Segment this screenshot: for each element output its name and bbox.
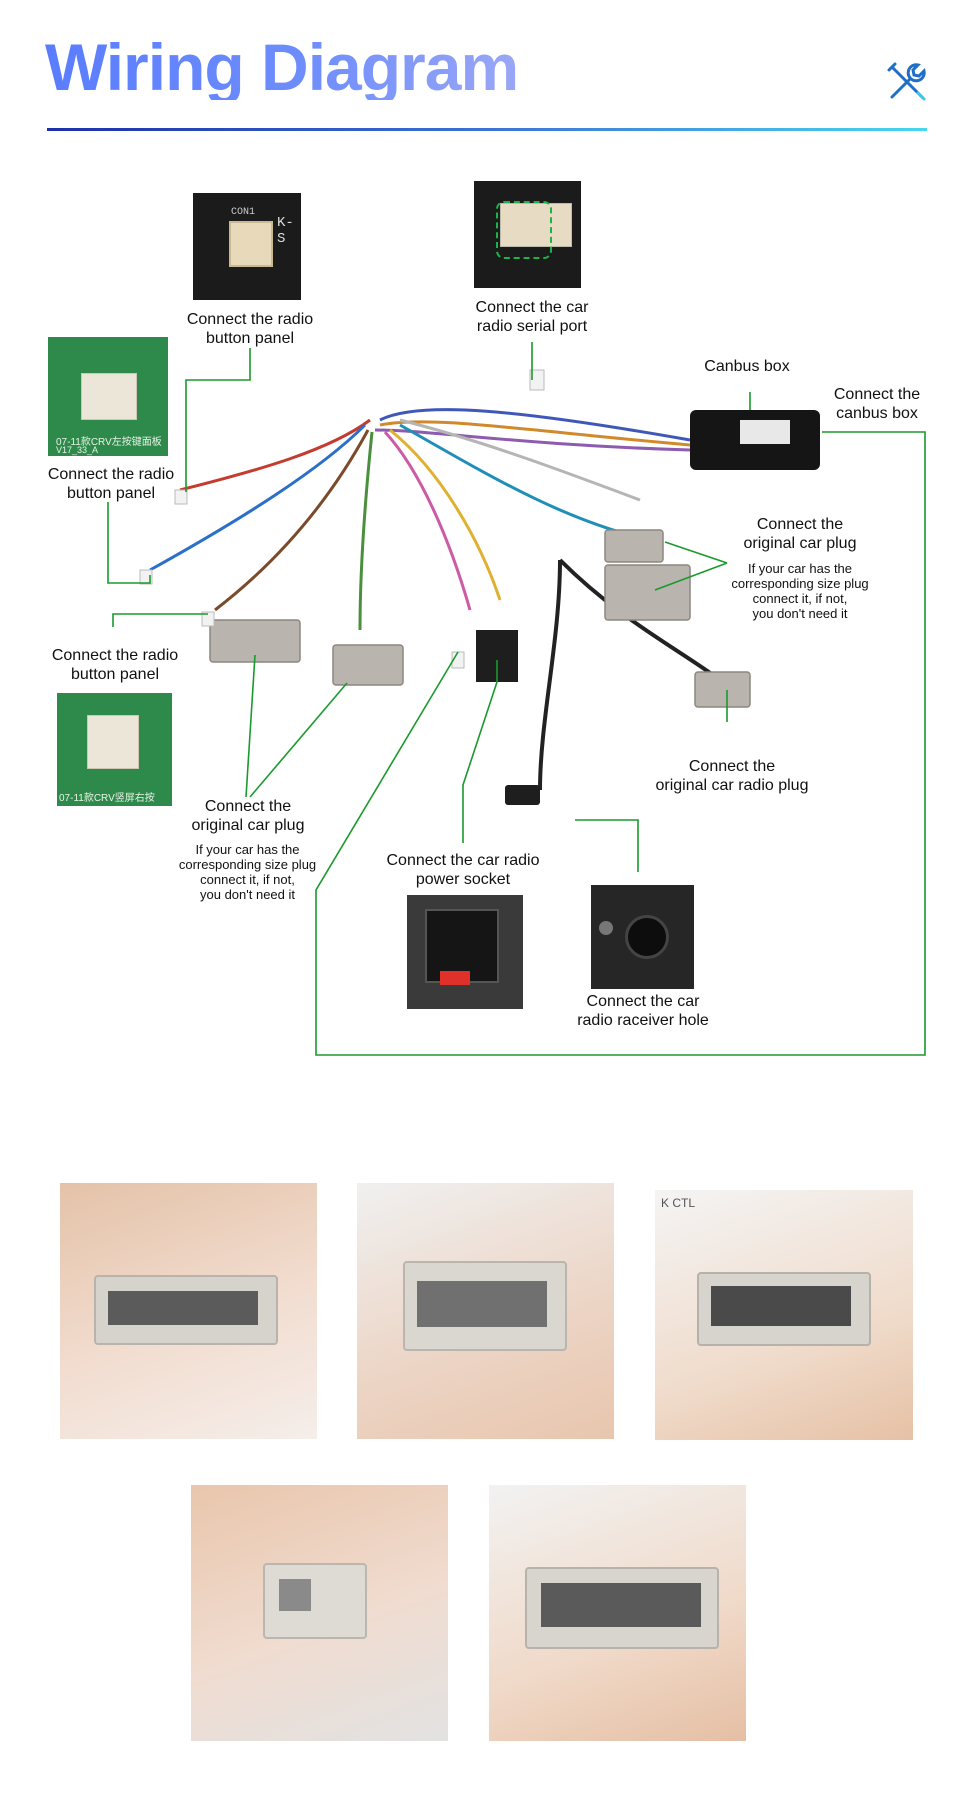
photo-text: 07-11款CRV左按键面板 xyxy=(56,437,162,448)
connector-photo xyxy=(357,1183,614,1439)
photo-radio-button-panel-left: 07-11款CRV左按键面板 V17_33_A xyxy=(48,337,168,456)
wiring-diagram xyxy=(107,342,926,1056)
photo-radio-serial-port xyxy=(474,181,581,288)
label-canbus-box: Canbus box xyxy=(704,358,790,375)
photo-text: 07-11款CRV竖屏右按 xyxy=(59,793,155,804)
photo-text: V17_33_A xyxy=(56,445,99,455)
antenna-plug xyxy=(505,785,540,805)
leader-lines xyxy=(107,342,926,1056)
serial-plug xyxy=(529,369,545,391)
photo-text: CON1 xyxy=(231,207,256,218)
connector-photo xyxy=(60,1183,317,1439)
photo-receiver-hole xyxy=(591,885,694,989)
tools-icon xyxy=(887,62,926,101)
photo-text: K CTL xyxy=(661,1196,696,1210)
photo-radio-button-panel-top: CON1 K-S xyxy=(193,193,301,300)
connector-photo xyxy=(489,1485,746,1741)
connector-photo: K CTL xyxy=(655,1190,913,1440)
photo-radio-button-panel-bottom: 07-11款CRV竖屏右按 xyxy=(57,693,172,806)
photo-power-socket xyxy=(407,895,523,1009)
photo-text: K-S xyxy=(277,215,294,247)
harness-plugs xyxy=(209,529,751,708)
title-divider xyxy=(47,128,927,131)
page-title: Wiring Diagram xyxy=(45,30,519,104)
connector-photo xyxy=(191,1485,448,1741)
